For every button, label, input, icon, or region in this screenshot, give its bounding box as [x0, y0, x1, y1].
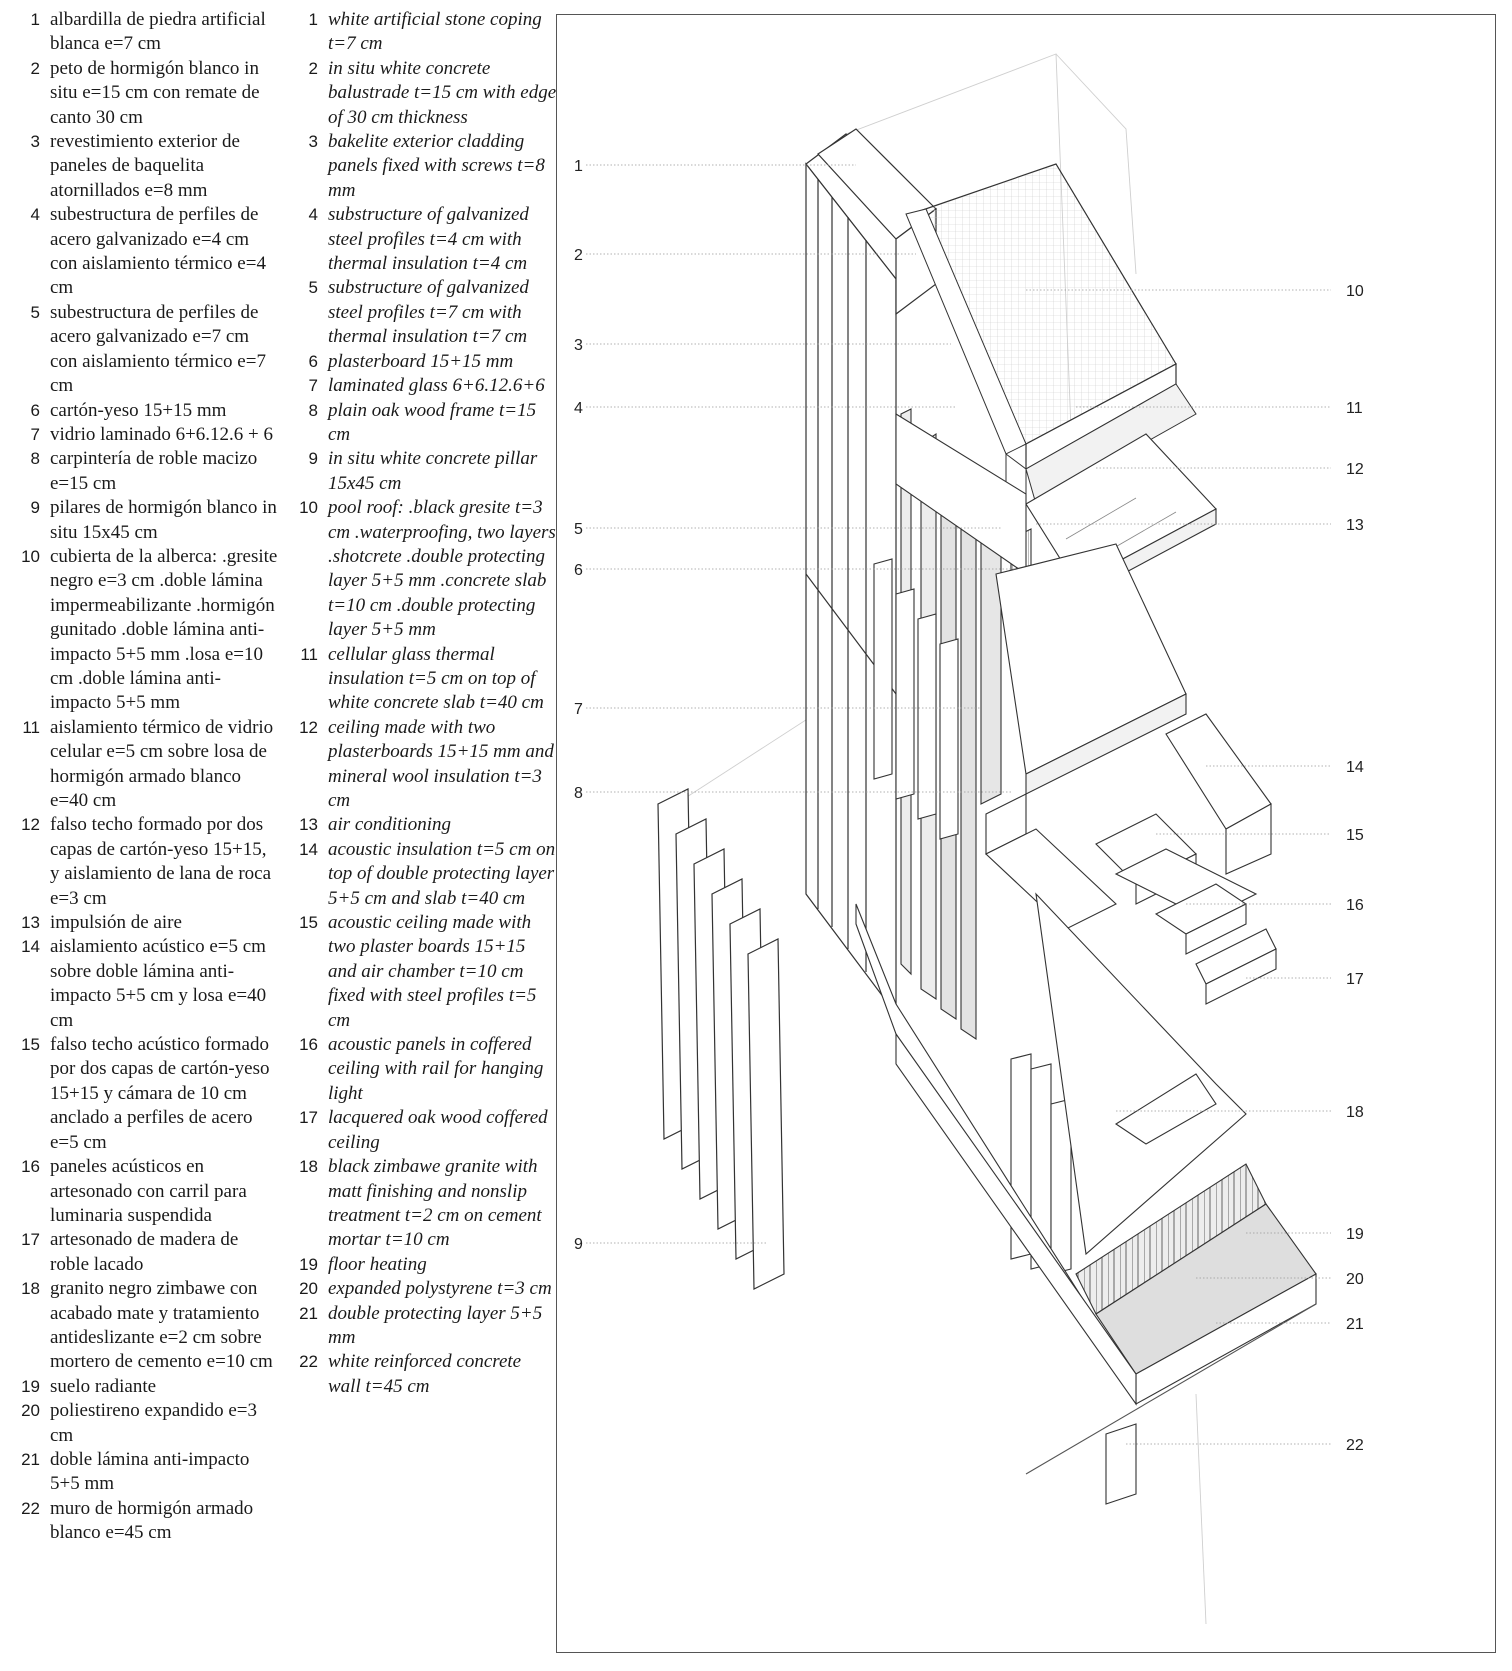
callout-7: 7 [574, 701, 583, 718]
callout-15: 15 [1346, 827, 1364, 844]
callout-8: 8 [574, 785, 583, 802]
callout-12: 12 [1346, 461, 1364, 478]
leader-lines [586, 164, 1331, 1445]
callout-2: 2 [574, 247, 583, 264]
callout-4: 4 [574, 400, 583, 417]
pool-roof [905, 163, 1197, 545]
callout-18: 18 [1346, 1104, 1364, 1121]
callout-1: 1 [574, 158, 583, 175]
wall-column [805, 128, 937, 1016]
glass-wall [895, 408, 1027, 1041]
callout-5: 5 [574, 521, 583, 538]
callout-14: 14 [1346, 759, 1364, 776]
callout-17: 17 [1346, 971, 1364, 988]
oak-frames [873, 558, 959, 840]
callout-20: 20 [1346, 1271, 1364, 1288]
callout-numbers-right: 10 11 12 13 14 15 16 17 18 19 20 21 22 [1346, 283, 1364, 1454]
callout-13: 13 [1346, 517, 1364, 534]
callout-6: 6 [574, 562, 583, 579]
callout-3: 3 [574, 337, 583, 354]
coffered-ceiling [1095, 813, 1277, 1005]
callout-9: 9 [574, 1236, 583, 1253]
callout-22: 22 [1346, 1437, 1364, 1454]
floor-slab [855, 892, 1317, 1505]
callout-11: 11 [1346, 400, 1363, 417]
callout-16: 16 [1346, 897, 1364, 914]
pillars [657, 788, 785, 1290]
axonometric-section-drawing: 1 2 3 4 5 6 7 8 9 10 11 12 13 14 15 16 1… [574, 53, 1364, 1625]
callout-19: 19 [1346, 1226, 1364, 1243]
middle-slab [985, 543, 1272, 930]
callout-numbers-left: 1 2 3 4 5 6 7 8 9 [574, 158, 583, 1253]
callout-21: 21 [1346, 1316, 1364, 1333]
callout-10: 10 [1346, 283, 1364, 300]
drawing-frame [556, 14, 1496, 1653]
